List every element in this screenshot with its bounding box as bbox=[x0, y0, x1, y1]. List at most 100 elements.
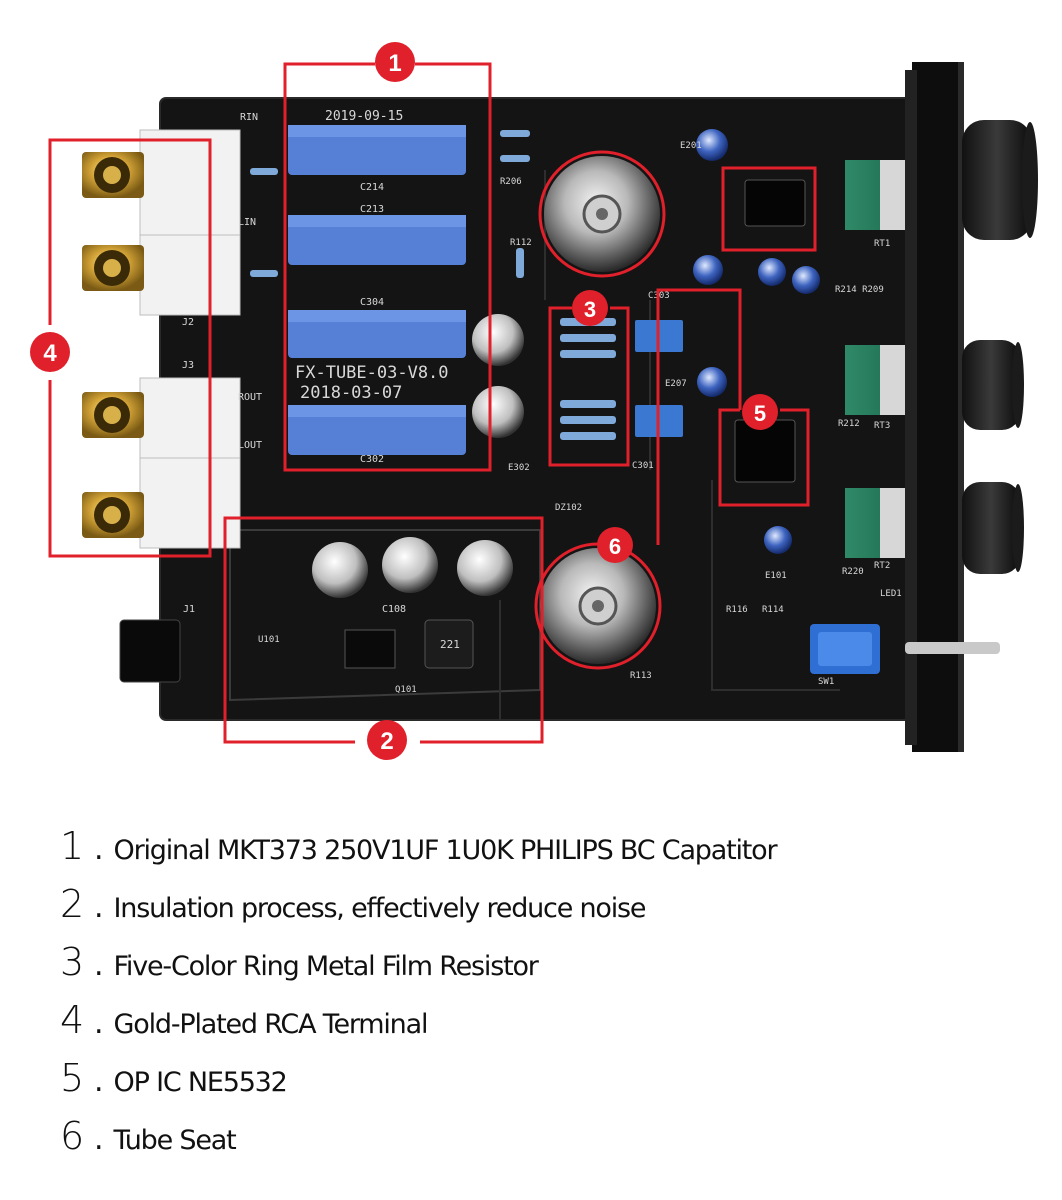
knob-icon[interactable] bbox=[962, 120, 1038, 240]
legend-number: 1 bbox=[60, 824, 85, 868]
front-panel bbox=[905, 62, 964, 752]
vacuum-tube-icon bbox=[544, 156, 660, 272]
rca-jack-icon[interactable] bbox=[82, 457, 241, 549]
toggle-switch[interactable] bbox=[810, 624, 1000, 674]
rca-jack-icon[interactable] bbox=[82, 129, 241, 236]
svg-text:R114: R114 bbox=[762, 605, 784, 615]
svg-text:U101: U101 bbox=[258, 635, 280, 645]
svg-text:C214: C214 bbox=[360, 182, 384, 193]
callout-badge-4: 4 bbox=[30, 332, 70, 372]
svg-text:RT3: RT3 bbox=[874, 421, 890, 431]
legend-dot: . bbox=[94, 1064, 104, 1099]
svg-text:3: 3 bbox=[584, 297, 596, 322]
svg-text:J2: J2 bbox=[182, 317, 194, 328]
svg-text:4: 4 bbox=[43, 340, 57, 367]
legend-item: 5 . OP IC NE5532 bbox=[60, 1056, 1020, 1114]
svg-text:C302: C302 bbox=[360, 454, 384, 465]
svg-text:RIN: RIN bbox=[240, 112, 258, 123]
callout-box-3 bbox=[548, 306, 630, 467]
svg-text:LED1: LED1 bbox=[880, 589, 902, 599]
knob-icon[interactable] bbox=[962, 482, 1024, 574]
svg-text:2018-03-07: 2018-03-07 bbox=[300, 383, 402, 403]
svg-text:C213: C213 bbox=[360, 204, 384, 215]
knob-icon[interactable] bbox=[962, 340, 1024, 430]
rca-jack-icon[interactable] bbox=[82, 377, 241, 459]
svg-text:221: 221 bbox=[440, 638, 460, 651]
dc-power-jack[interactable] bbox=[119, 619, 181, 683]
legend-number: 5 bbox=[60, 1056, 85, 1100]
legend-text: Insulation process, effectively reduce n… bbox=[113, 893, 647, 924]
legend-number: 6 bbox=[60, 1114, 85, 1158]
rca-jack-icon[interactable] bbox=[82, 234, 241, 316]
legend-dot: . bbox=[94, 890, 104, 925]
film-capacitor bbox=[288, 215, 466, 265]
legend-text: Five-Color Ring Metal Film Resistor bbox=[113, 951, 539, 982]
svg-text:R212: R212 bbox=[838, 419, 860, 429]
callout-box-2 bbox=[223, 516, 544, 744]
svg-text:J1: J1 bbox=[183, 604, 195, 615]
film-capacitor bbox=[288, 405, 466, 455]
vacuum-tube-icon bbox=[540, 548, 656, 664]
svg-text:RT1: RT1 bbox=[874, 239, 890, 249]
svg-text:6: 6 bbox=[609, 534, 621, 559]
legend-dot: . bbox=[94, 1122, 104, 1157]
potentiometer bbox=[845, 160, 905, 230]
svg-text:R116: R116 bbox=[726, 605, 748, 615]
svg-text:ROUT: ROUT bbox=[238, 392, 262, 403]
callout-badge-6: 6 bbox=[597, 527, 633, 563]
svg-text:LOUT: LOUT bbox=[238, 440, 262, 451]
legend-dot: . bbox=[94, 948, 104, 983]
legend-item: 6 . Tube Seat bbox=[60, 1114, 1020, 1172]
svg-text:RT2: RT2 bbox=[874, 561, 890, 571]
inductor bbox=[424, 619, 474, 669]
svg-text:SW1: SW1 bbox=[818, 677, 834, 687]
feature-legend: 1 . Original MKT373 250V1UF 1U0K PHILIPS… bbox=[60, 824, 1020, 1172]
svg-text:E101: E101 bbox=[765, 571, 787, 581]
op-amp-ic bbox=[734, 179, 806, 483]
svg-text:R214 R209: R214 R209 bbox=[835, 285, 884, 295]
svg-text:E201: E201 bbox=[680, 141, 702, 151]
regulator bbox=[344, 629, 396, 669]
callout-box-6 bbox=[534, 150, 817, 670]
potentiometer bbox=[845, 345, 905, 415]
svg-text:R220: R220 bbox=[842, 567, 864, 577]
svg-text:J3: J3 bbox=[182, 360, 194, 371]
callout-badge-3: 3 bbox=[572, 290, 608, 326]
svg-text:C304: C304 bbox=[360, 297, 384, 308]
product-photo: 2019-09-15 FX-TUBE-03-V8.0 2018-03-07 RI… bbox=[30, 42, 1038, 760]
potentiometer bbox=[845, 488, 905, 558]
legend-number: 4 bbox=[60, 998, 85, 1042]
callout-box-4 bbox=[48, 138, 212, 558]
svg-text:E207: E207 bbox=[665, 379, 687, 389]
callout-box-link bbox=[656, 288, 742, 545]
callout-box-5 bbox=[718, 408, 810, 507]
legend-text: Original MKT373 250V1UF 1U0K PHILIPS BC … bbox=[113, 835, 778, 866]
film-capacitor bbox=[288, 125, 466, 175]
resistor-array bbox=[250, 130, 616, 440]
svg-text:R113: R113 bbox=[630, 671, 652, 681]
legend-item: 1 . Original MKT373 250V1UF 1U0K PHILIPS… bbox=[60, 824, 1020, 882]
svg-text:LIN: LIN bbox=[238, 217, 256, 228]
callout-badge-1: 1 bbox=[375, 42, 415, 82]
svg-text:DZ102: DZ102 bbox=[555, 503, 582, 513]
legend-text: OP IC NE5532 bbox=[113, 1067, 288, 1098]
svg-text:FX-TUBE-03-V8.0: FX-TUBE-03-V8.0 bbox=[295, 363, 449, 383]
callout-badge-5: 5 bbox=[742, 394, 778, 430]
svg-text:2019-09-15: 2019-09-15 bbox=[325, 109, 403, 124]
legend-item: 4 . Gold-Plated RCA Terminal bbox=[60, 998, 1020, 1056]
svg-text:2: 2 bbox=[380, 728, 393, 755]
pcb-silkscreen: 2019-09-15 FX-TUBE-03-V8.0 2018-03-07 RI… bbox=[182, 109, 902, 695]
svg-text:R112: R112 bbox=[510, 238, 532, 248]
legend-text: Tube Seat bbox=[113, 1125, 237, 1156]
legend-number: 2 bbox=[60, 882, 85, 926]
svg-text:C108: C108 bbox=[382, 604, 406, 615]
legend-number: 3 bbox=[60, 940, 85, 984]
legend-dot: . bbox=[94, 1006, 104, 1041]
legend-item: 2 . Insulation process, effectively redu… bbox=[60, 882, 1020, 940]
electrolytic-capacitor bbox=[693, 129, 820, 554]
svg-text:C301: C301 bbox=[632, 461, 654, 471]
svg-text:E302: E302 bbox=[508, 463, 530, 473]
svg-text:1: 1 bbox=[388, 50, 401, 77]
callout-box-1 bbox=[283, 62, 492, 472]
svg-text:5: 5 bbox=[754, 401, 766, 426]
